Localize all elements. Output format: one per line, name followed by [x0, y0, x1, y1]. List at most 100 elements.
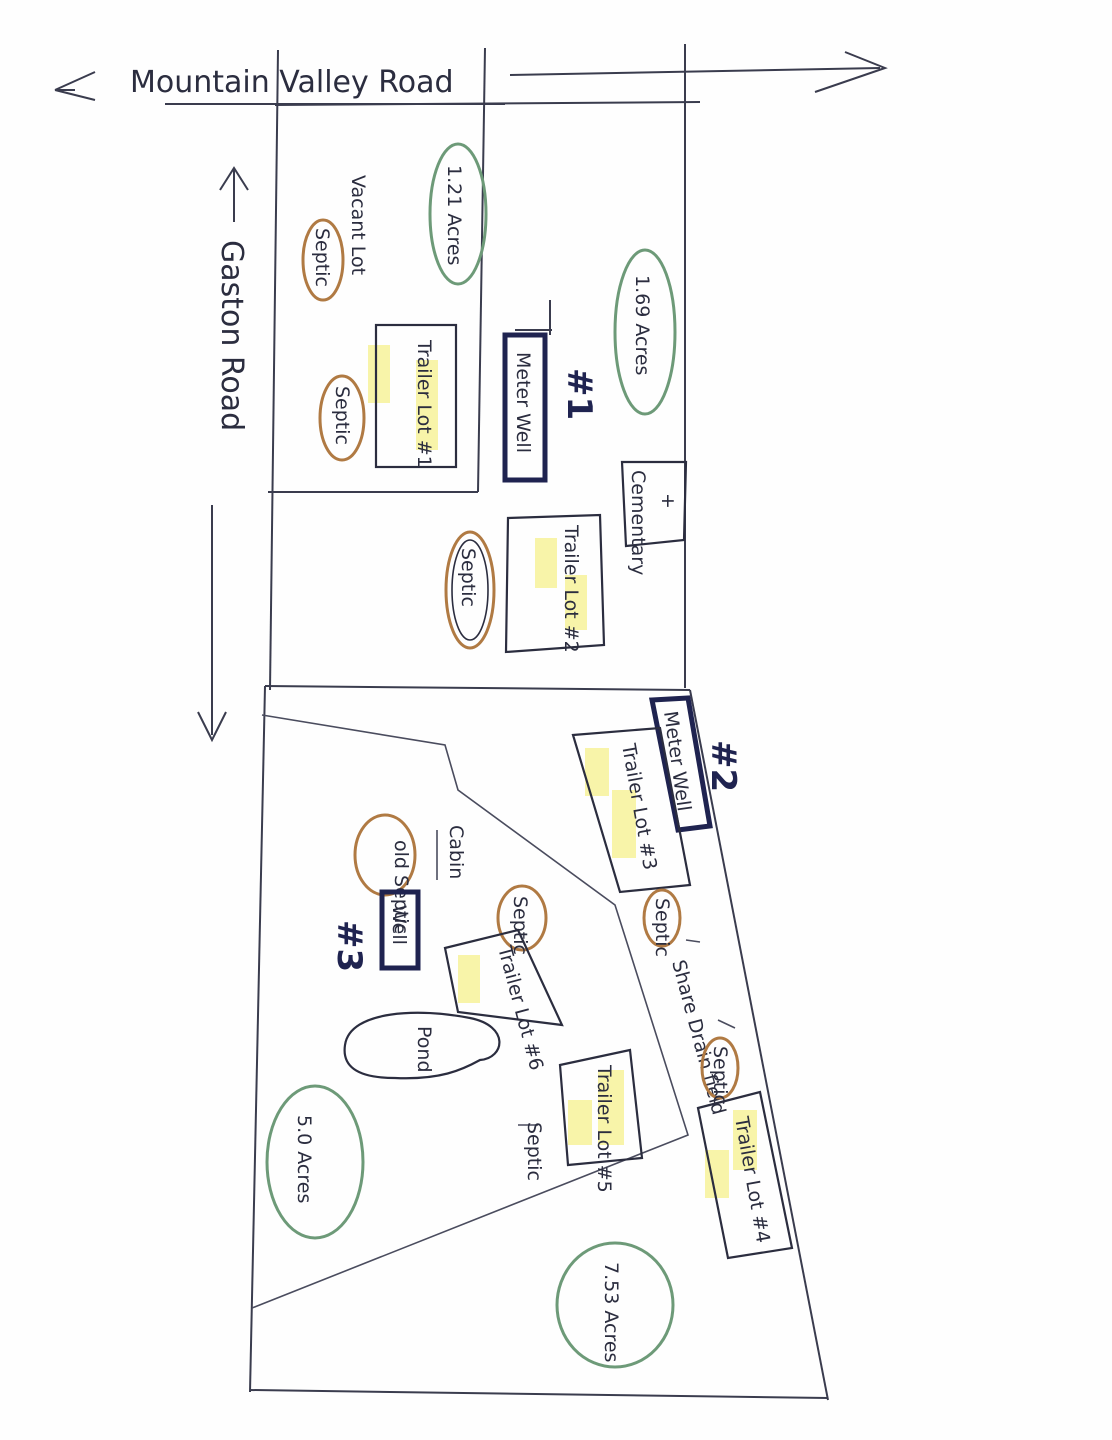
boundary-east-bottom: [689, 689, 829, 1401]
septic-lot-6: Septic: [496, 884, 548, 955]
road-line-right: [509, 67, 881, 76]
trailer-lot-4-highlight: [733, 1110, 757, 1170]
mountain-valley-road-label: Mountain Valley Road: [130, 65, 454, 100]
parcel-boundaries: [249, 44, 829, 1401]
septic-vacant-oval: [301, 218, 345, 302]
acres-169-oval: [613, 248, 677, 416]
acres-50-oval: [265, 1084, 365, 1240]
mountain-valley-road: Mountain Valley Road: [54, 51, 888, 105]
pond: Pond: [343, 1011, 501, 1080]
acres-121-oval: [428, 142, 488, 286]
septic-lot-6-oval: [496, 884, 548, 952]
well-1-number: #1: [559, 368, 599, 420]
cemetery-cross-icon: +: [657, 493, 679, 509]
trailer-lot-5-label: Trailer Lot #5: [593, 1064, 615, 1193]
meter-well-2: Meter Well #2: [648, 695, 743, 833]
septic-lot-4: Septic: [700, 1036, 740, 1105]
acres-753-oval: [555, 1241, 675, 1369]
old-septic-oval: [353, 813, 417, 897]
boundary-north: [274, 101, 701, 106]
trailer-lot-6-box: [443, 928, 564, 1027]
septic-lot-1-label: Septic: [331, 386, 353, 445]
boundary-mid: [264, 685, 691, 691]
well-3-label: Well: [388, 905, 410, 945]
septic-lot-1: Septic: [318, 374, 366, 462]
boundary-west-top: [269, 49, 279, 691]
septic-lot-4-label: Septic: [709, 1046, 731, 1105]
trailer-lot-5-highlight-2: [598, 1070, 624, 1145]
road-arrow-right-icon: [814, 51, 888, 93]
trailer-lot-2-box: [504, 513, 606, 654]
vacant-lot-label: Vacant Lot: [347, 175, 369, 275]
trailer-lot-4-box: [696, 1090, 794, 1260]
pond-outline: [343, 1011, 501, 1080]
septic-lot-3-label: Septic: [651, 898, 673, 957]
trailer-lot-5-highlight: [568, 1100, 592, 1145]
boundary-5-acre: [251, 714, 689, 1309]
well-3-number: #3: [329, 920, 369, 972]
septic-vacant-label: Septic: [311, 228, 333, 287]
trailer-lot-1-label: Trailer Lot #1: [413, 339, 435, 468]
trailer-lot-4-label: Trailer Lot #4: [730, 1114, 774, 1245]
cemetery-box: [620, 460, 688, 548]
acres-753-label: 7.53 Acres: [600, 1262, 622, 1362]
road-arrow-up-icon: [219, 166, 249, 191]
boundary-west-bottom: [249, 685, 266, 1393]
gaston-road: Gaston Road: [197, 166, 249, 743]
acres-121-label: 1.21 Acres: [443, 165, 465, 265]
meter-well-1-tick: [515, 300, 552, 335]
trailer-lot-6: Trailer Lot #6: [443, 928, 564, 1073]
septic-lot-5-label: Septic: [523, 1122, 545, 1181]
trailer-lot-2-highlight: [535, 538, 557, 588]
acreage-labels: 1.21 Acres 1.69 Acres 5.0 Acres 7.53 Acr…: [265, 142, 677, 1369]
road-arrow-down-icon: [197, 711, 227, 743]
acres-50-label: 5.0 Acres: [293, 1115, 315, 1203]
trailer-lot-5: Trailer Lot #5: [558, 1048, 644, 1193]
boundary-lot-divider: [477, 47, 486, 493]
septic-lot-4-oval: [700, 1036, 740, 1100]
well-3-box: [379, 889, 421, 971]
trailer-lot-6-highlight: [458, 955, 480, 1003]
trailer-lot-6-label: Trailer Lot #6: [493, 943, 548, 1073]
gaston-road-label: Gaston Road: [214, 240, 249, 431]
trailer-lot-2-label: Trailer Lot #2: [560, 524, 582, 653]
septic-lot-1-oval: [318, 374, 366, 462]
trailer-lot-1-highlight: [368, 345, 390, 403]
septic-lot-5: Septic: [518, 1122, 545, 1181]
septic-vacant: Septic: [301, 218, 345, 302]
meter-well-1-box: [502, 332, 548, 483]
trailer-lot-4: Trailer Lot #4: [696, 1090, 794, 1260]
well-3: Well #3: [329, 889, 421, 972]
trailer-lot-3-box: [571, 726, 692, 894]
cemetery-label: Cementary: [627, 470, 649, 575]
trailer-lot-2-highlight-2: [565, 575, 587, 630]
trailer-lot-1-highlight-2: [416, 360, 438, 450]
septic-lot-2-inner-oval: [451, 539, 489, 641]
trailer-lot-5-box: [558, 1048, 644, 1167]
shared-drain-marks: [685, 939, 736, 1029]
septic-lot-3: Septic: [642, 888, 682, 957]
trailer-lot-1: Trailer Lot #1: [368, 323, 458, 469]
acres-169-label: 1.69 Acres: [631, 275, 653, 375]
trailer-lot-2: Trailer Lot #2: [504, 513, 606, 654]
meter-well-2-box: [648, 695, 713, 833]
boundary-south: [249, 1389, 829, 1399]
trailer-lot-3: Trailer Lot #3: [571, 726, 692, 894]
pond-label: Pond: [413, 1026, 435, 1073]
trailer-lot-3-highlight-2: [612, 790, 636, 858]
septic-lot-3-oval: [642, 888, 682, 948]
cabin-label: Cabin: [445, 825, 467, 879]
road-arrow-left-icon: [54, 71, 96, 101]
septic-lot-2-label: Septic: [457, 548, 479, 607]
septic-lot-2-oval: [444, 530, 496, 650]
septic-lot-6-label: Septic: [509, 896, 531, 955]
well-2-number: #2: [703, 740, 743, 792]
trailer-lot-1-box: [374, 323, 458, 469]
cemetery: + Cementary: [620, 460, 688, 575]
old-septic: old Septic: [353, 813, 417, 934]
meter-well-1: Meter Well #1: [502, 300, 599, 483]
septic-lot-2: Septic: [444, 530, 496, 650]
meter-well-1-label: Meter Well: [512, 352, 534, 453]
